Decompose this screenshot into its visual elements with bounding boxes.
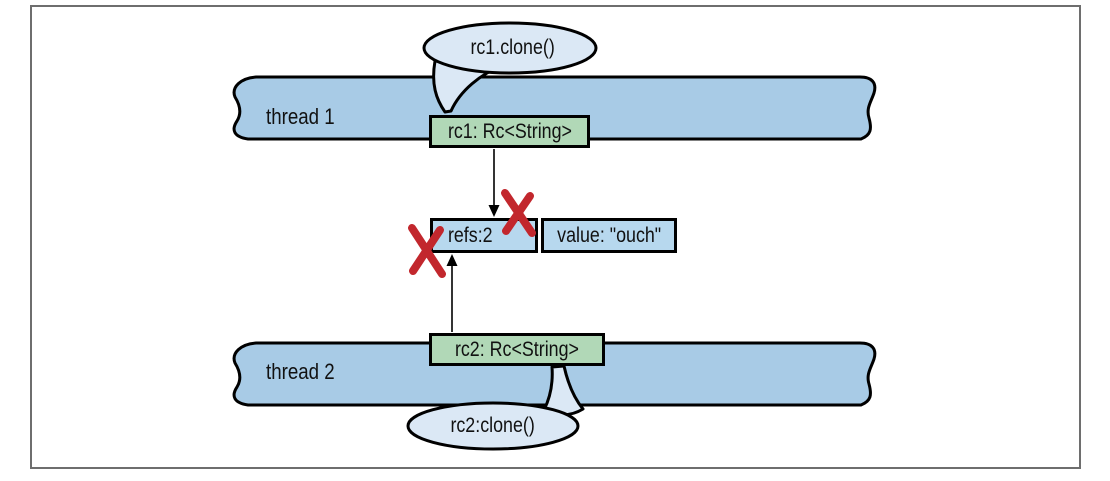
refs-cell: refs:2 xyxy=(430,218,538,253)
thread2-label: thread 2 xyxy=(266,359,335,384)
bubble1-label: rc1.clone() xyxy=(470,36,555,59)
rc2-box: rc2: Rc<String> xyxy=(429,333,605,366)
rc1-box: rc1: Rc<String> xyxy=(429,115,590,148)
bubble2-label: rc2:clone() xyxy=(450,414,535,437)
value-cell: value: "ouch" xyxy=(541,218,677,253)
thread1-label: thread 1 xyxy=(266,104,335,129)
diagram-frame xyxy=(30,5,1081,469)
